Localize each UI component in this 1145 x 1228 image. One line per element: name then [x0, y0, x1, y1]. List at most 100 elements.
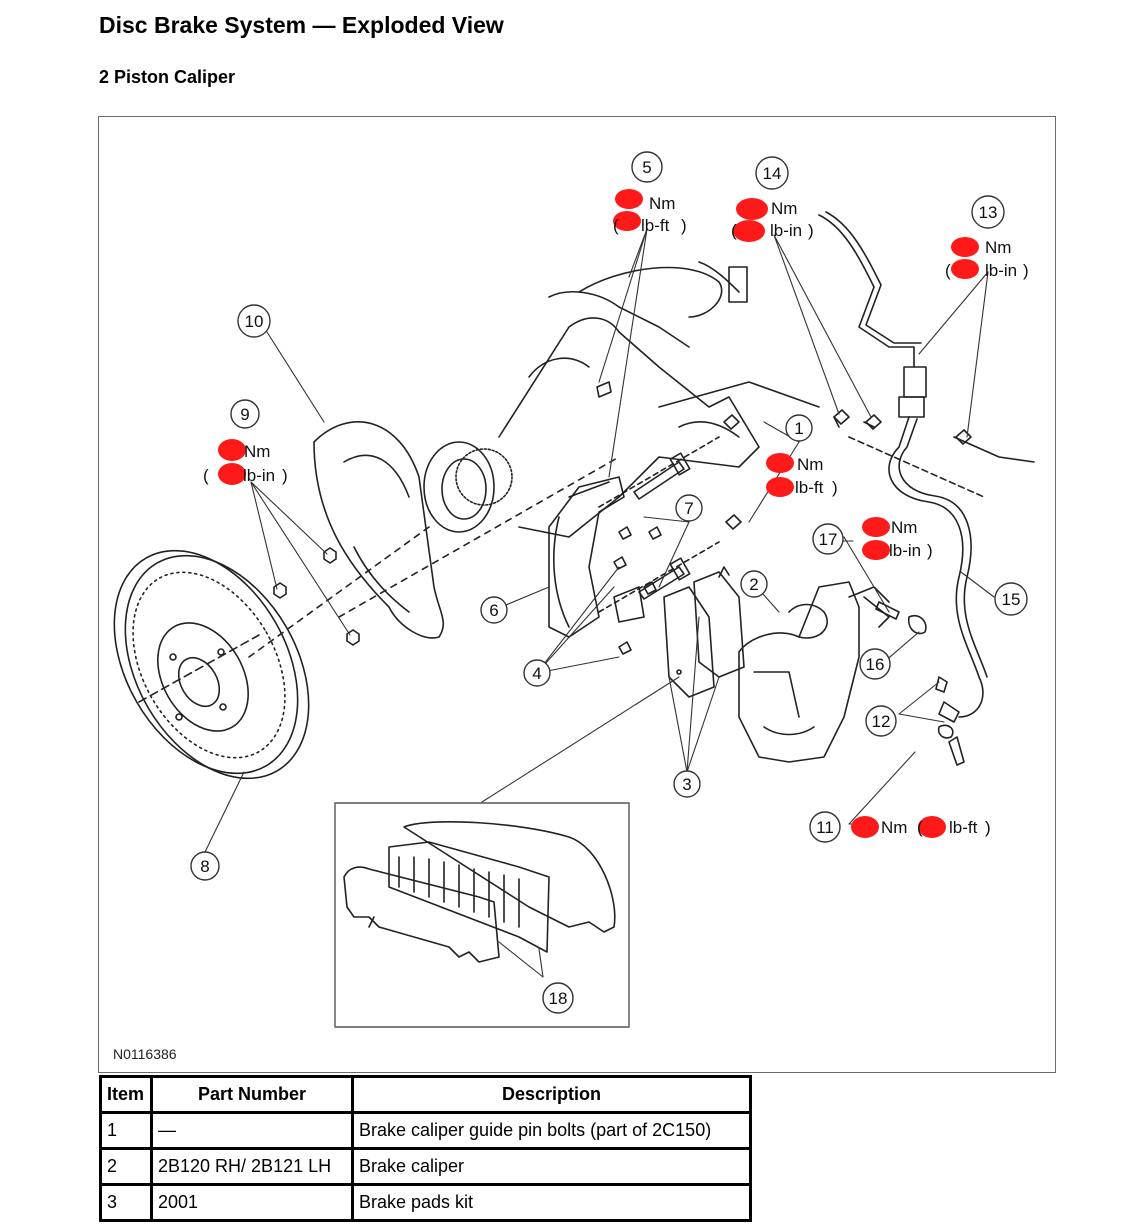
cell-part-number: 2B120 RH/ 2B121 LH	[150, 1147, 354, 1186]
torque-unit-nm: Nm	[891, 518, 917, 537]
caliper-bracket-drawing	[548, 476, 645, 638]
callout-2: 2	[740, 570, 768, 598]
svg-text:14: 14	[763, 164, 782, 183]
redaction-mark	[733, 220, 765, 242]
torque-unit-nm: Nm	[771, 199, 797, 218]
callout-12: 12	[865, 705, 897, 737]
callout-3: 3	[673, 770, 701, 798]
torque-paren-open: (	[203, 466, 209, 485]
cell-item: 1	[99, 1111, 153, 1150]
svg-text:12: 12	[872, 712, 891, 731]
torque-paren-close: )	[985, 818, 991, 837]
redaction-mark	[918, 816, 946, 838]
brake-hose-drawing	[698, 211, 1035, 718]
redaction-mark	[951, 259, 979, 279]
torque-paren-close: )	[1023, 261, 1029, 280]
cell-item: 3	[99, 1183, 153, 1222]
torque-paren-close: )	[282, 466, 288, 485]
torque-unit-lbft: lb-ft	[795, 478, 824, 497]
guide-pins-drawing	[598, 436, 720, 613]
torque-unit-lbft: lb-ft	[949, 818, 978, 837]
pad-detail-drawing	[343, 820, 616, 963]
torque-paren-close: )	[927, 541, 933, 560]
cell-description: Brake caliper	[351, 1147, 752, 1186]
column-header-item: Item	[99, 1075, 153, 1114]
exploded-view-diagram: Nm ( lb-ft ) Nm ( lb-in ) Nm ( lb-in ) N…	[113, 151, 1035, 1028]
svg-text:15: 15	[1002, 590, 1021, 609]
torque-unit-lbin: lb-in	[243, 466, 275, 485]
callout-18: 18	[542, 982, 574, 1014]
redaction-mark	[862, 517, 890, 537]
hub-knuckle-drawing	[248, 266, 820, 658]
torque-paren-close: )	[832, 478, 838, 497]
callout-1: 1	[785, 414, 813, 442]
cell-part-number: —	[150, 1111, 354, 1150]
svg-text:16: 16	[866, 655, 885, 674]
callout-5: 5	[631, 151, 663, 183]
torque-paren-open: (	[731, 221, 737, 240]
callout-6: 6	[480, 596, 508, 624]
callout-13: 13	[971, 195, 1005, 229]
svg-text:17: 17	[819, 530, 838, 549]
callout-11: 11	[809, 811, 841, 843]
callout-4: 4	[523, 659, 551, 687]
callout-9: 9	[230, 399, 260, 429]
svg-text:5: 5	[642, 158, 651, 177]
pad-detail-inset	[334, 802, 630, 1028]
svg-text:2: 2	[749, 575, 758, 594]
svg-text:7: 7	[684, 499, 693, 518]
callout-16: 16	[859, 648, 891, 680]
callout-10: 10	[237, 304, 271, 338]
callout-8: 8	[190, 851, 220, 881]
torque-unit-nm: Nm	[881, 818, 907, 837]
callout-7: 7	[675, 494, 703, 522]
cell-description: Brake pads kit	[351, 1183, 752, 1222]
svg-text:13: 13	[979, 203, 998, 222]
table-row: 1 — Brake caliper guide pin bolts (part …	[99, 1111, 752, 1150]
torque-unit-nm: Nm	[985, 238, 1011, 257]
table-row: 3 2001 Brake pads kit	[99, 1183, 752, 1222]
fasteners-drawing	[273, 381, 972, 766]
torque-paren-close: )	[808, 221, 814, 240]
redaction-mark	[615, 189, 643, 209]
redaction-mark	[613, 211, 641, 231]
cell-part-number: 2001	[150, 1183, 354, 1222]
dust-shield-drawing	[313, 421, 444, 639]
torque-unit-lbft: lb-ft	[641, 216, 670, 235]
redaction-mark	[766, 477, 794, 497]
torque-unit-nm: Nm	[244, 442, 270, 461]
column-header-description: Description	[351, 1075, 752, 1114]
redaction-mark	[736, 198, 768, 220]
page-subtitle: 2 Piston Caliper	[99, 67, 236, 87]
torque-unit-lbin: lb-in	[985, 261, 1017, 280]
torque-unit-lbin: lb-in	[889, 541, 921, 560]
torque-unit-nm: Nm	[649, 194, 675, 213]
redaction-mark	[766, 453, 794, 473]
svg-text:6: 6	[489, 601, 498, 620]
svg-text:10: 10	[245, 312, 264, 331]
callout-circles: 1 2 3 4 5 6 7 8 9 10 11 12 13 14 15 16 1…	[190, 151, 1028, 1014]
callout-15: 15	[994, 582, 1028, 616]
svg-text:4: 4	[532, 664, 541, 683]
redaction-mark	[218, 463, 246, 485]
figure-id: N0116386	[113, 1046, 177, 1062]
page-title: Disc Brake System — Exploded View	[99, 12, 504, 38]
torque-unit-nm: Nm	[797, 455, 823, 474]
brake-rotor-drawing	[113, 549, 310, 780]
redaction-mark	[951, 237, 979, 257]
svg-text:11: 11	[816, 818, 834, 837]
cell-description: Brake caliper guide pin bolts (part of 2…	[351, 1111, 752, 1150]
torque-paren-open: (	[945, 261, 951, 280]
torque-value-redactions	[218, 189, 979, 838]
svg-text:9: 9	[240, 405, 249, 424]
table-header-row: Item Part Number Description	[99, 1075, 752, 1114]
redaction-mark	[218, 439, 246, 461]
column-header-part-number: Part Number	[150, 1075, 354, 1114]
svg-text:18: 18	[549, 989, 568, 1008]
torque-labels: Nm ( lb-ft ) Nm ( lb-in ) Nm ( lb-in ) N…	[203, 194, 1029, 837]
torque-paren-close: )	[681, 216, 687, 235]
brake-pads-drawing	[663, 566, 745, 698]
parts-table: Item Part Number Description 1 — Brake c…	[99, 1075, 752, 1222]
exploded-view-figure: Nm ( lb-ft ) Nm ( lb-in ) Nm ( lb-in ) N…	[98, 116, 1056, 1073]
torque-unit-lbin: lb-in	[770, 221, 802, 240]
